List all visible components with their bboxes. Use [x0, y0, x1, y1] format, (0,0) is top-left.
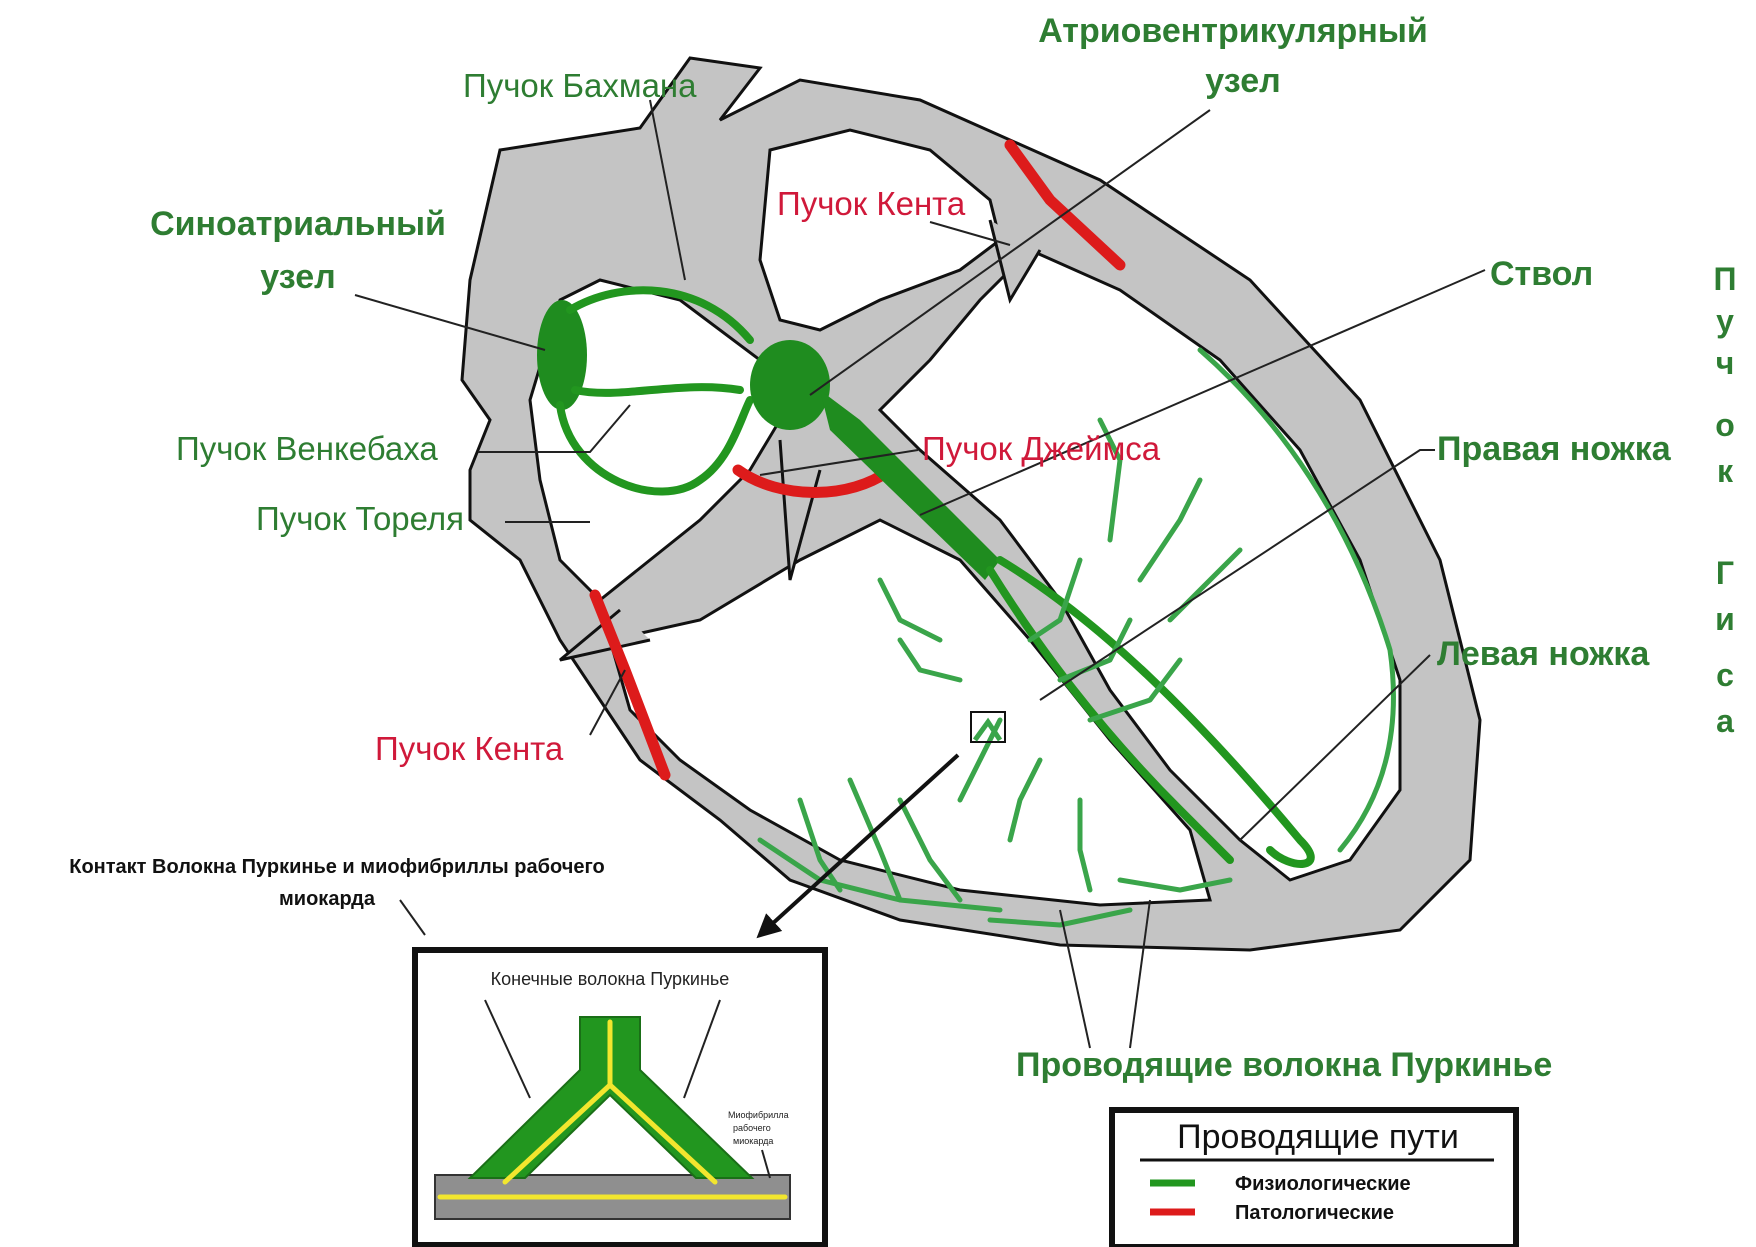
sa-node-label-line2: узел: [260, 258, 335, 296]
his-letter: ч: [1716, 345, 1735, 381]
wenckebach-label: Пучок Венкебаха: [176, 430, 438, 467]
thorel-label: Пучок Тореля: [256, 500, 464, 537]
myofibril-label-line2: рабочего: [733, 1123, 771, 1133]
sa-node-label-line1: Синоатриальный: [150, 205, 446, 243]
contact-label-line1: Контакт Волокна Пуркинье и миофибриллы р…: [69, 856, 604, 878]
his-letter: а: [1716, 703, 1734, 739]
right-leg-label: Правая ножка: [1437, 430, 1672, 468]
av-node: [750, 340, 830, 430]
his-letter: с: [1716, 657, 1734, 693]
legend-label-physiological: Физиологические: [1235, 1173, 1411, 1195]
av-node-label-line1: Атриовентрикулярный: [1038, 12, 1428, 50]
his-letter: о: [1715, 407, 1735, 443]
bachmann-label: Пучок Бахмана: [463, 67, 697, 104]
his-letter: к: [1717, 453, 1734, 489]
kent-lower-label: Пучок Кента: [375, 730, 564, 767]
his-letter: П: [1714, 261, 1737, 297]
legend-label-pathological: Патологические: [1235, 1202, 1394, 1224]
his-letter: и: [1715, 601, 1735, 637]
purkinje-contact-inset: Конечные волокна Пуркинье Миофибрилла ра…: [415, 950, 825, 1245]
purkinje-conducting-label: Проводящие волокна Пуркинье: [1016, 1046, 1552, 1084]
trunk-label: Ствол: [1490, 255, 1593, 293]
inset-title: Конечные волокна Пуркинье: [491, 969, 730, 989]
leader-line: [400, 900, 425, 935]
his-letter: у: [1716, 303, 1734, 339]
his-letter: Г: [1716, 555, 1734, 591]
av-node-label-line2: узел: [1205, 62, 1280, 100]
myofibril-label-line1: Миофибрилла: [728, 1110, 789, 1120]
his-bundle-vertical-label: П у ч о к Г и с а: [1714, 261, 1737, 739]
legend-title: Проводящие пути: [1177, 1118, 1459, 1156]
myofibril-label-line3: миокарда: [733, 1136, 773, 1146]
left-leg-label: Левая ножка: [1437, 635, 1650, 673]
james-label: Пучок Джеймса: [922, 430, 1161, 467]
kent-upper-label: Пучок Кента: [777, 185, 966, 222]
contact-label-line2: миокарда: [279, 888, 376, 910]
legend: Проводящие пути Физиологические Патологи…: [1112, 1110, 1516, 1247]
